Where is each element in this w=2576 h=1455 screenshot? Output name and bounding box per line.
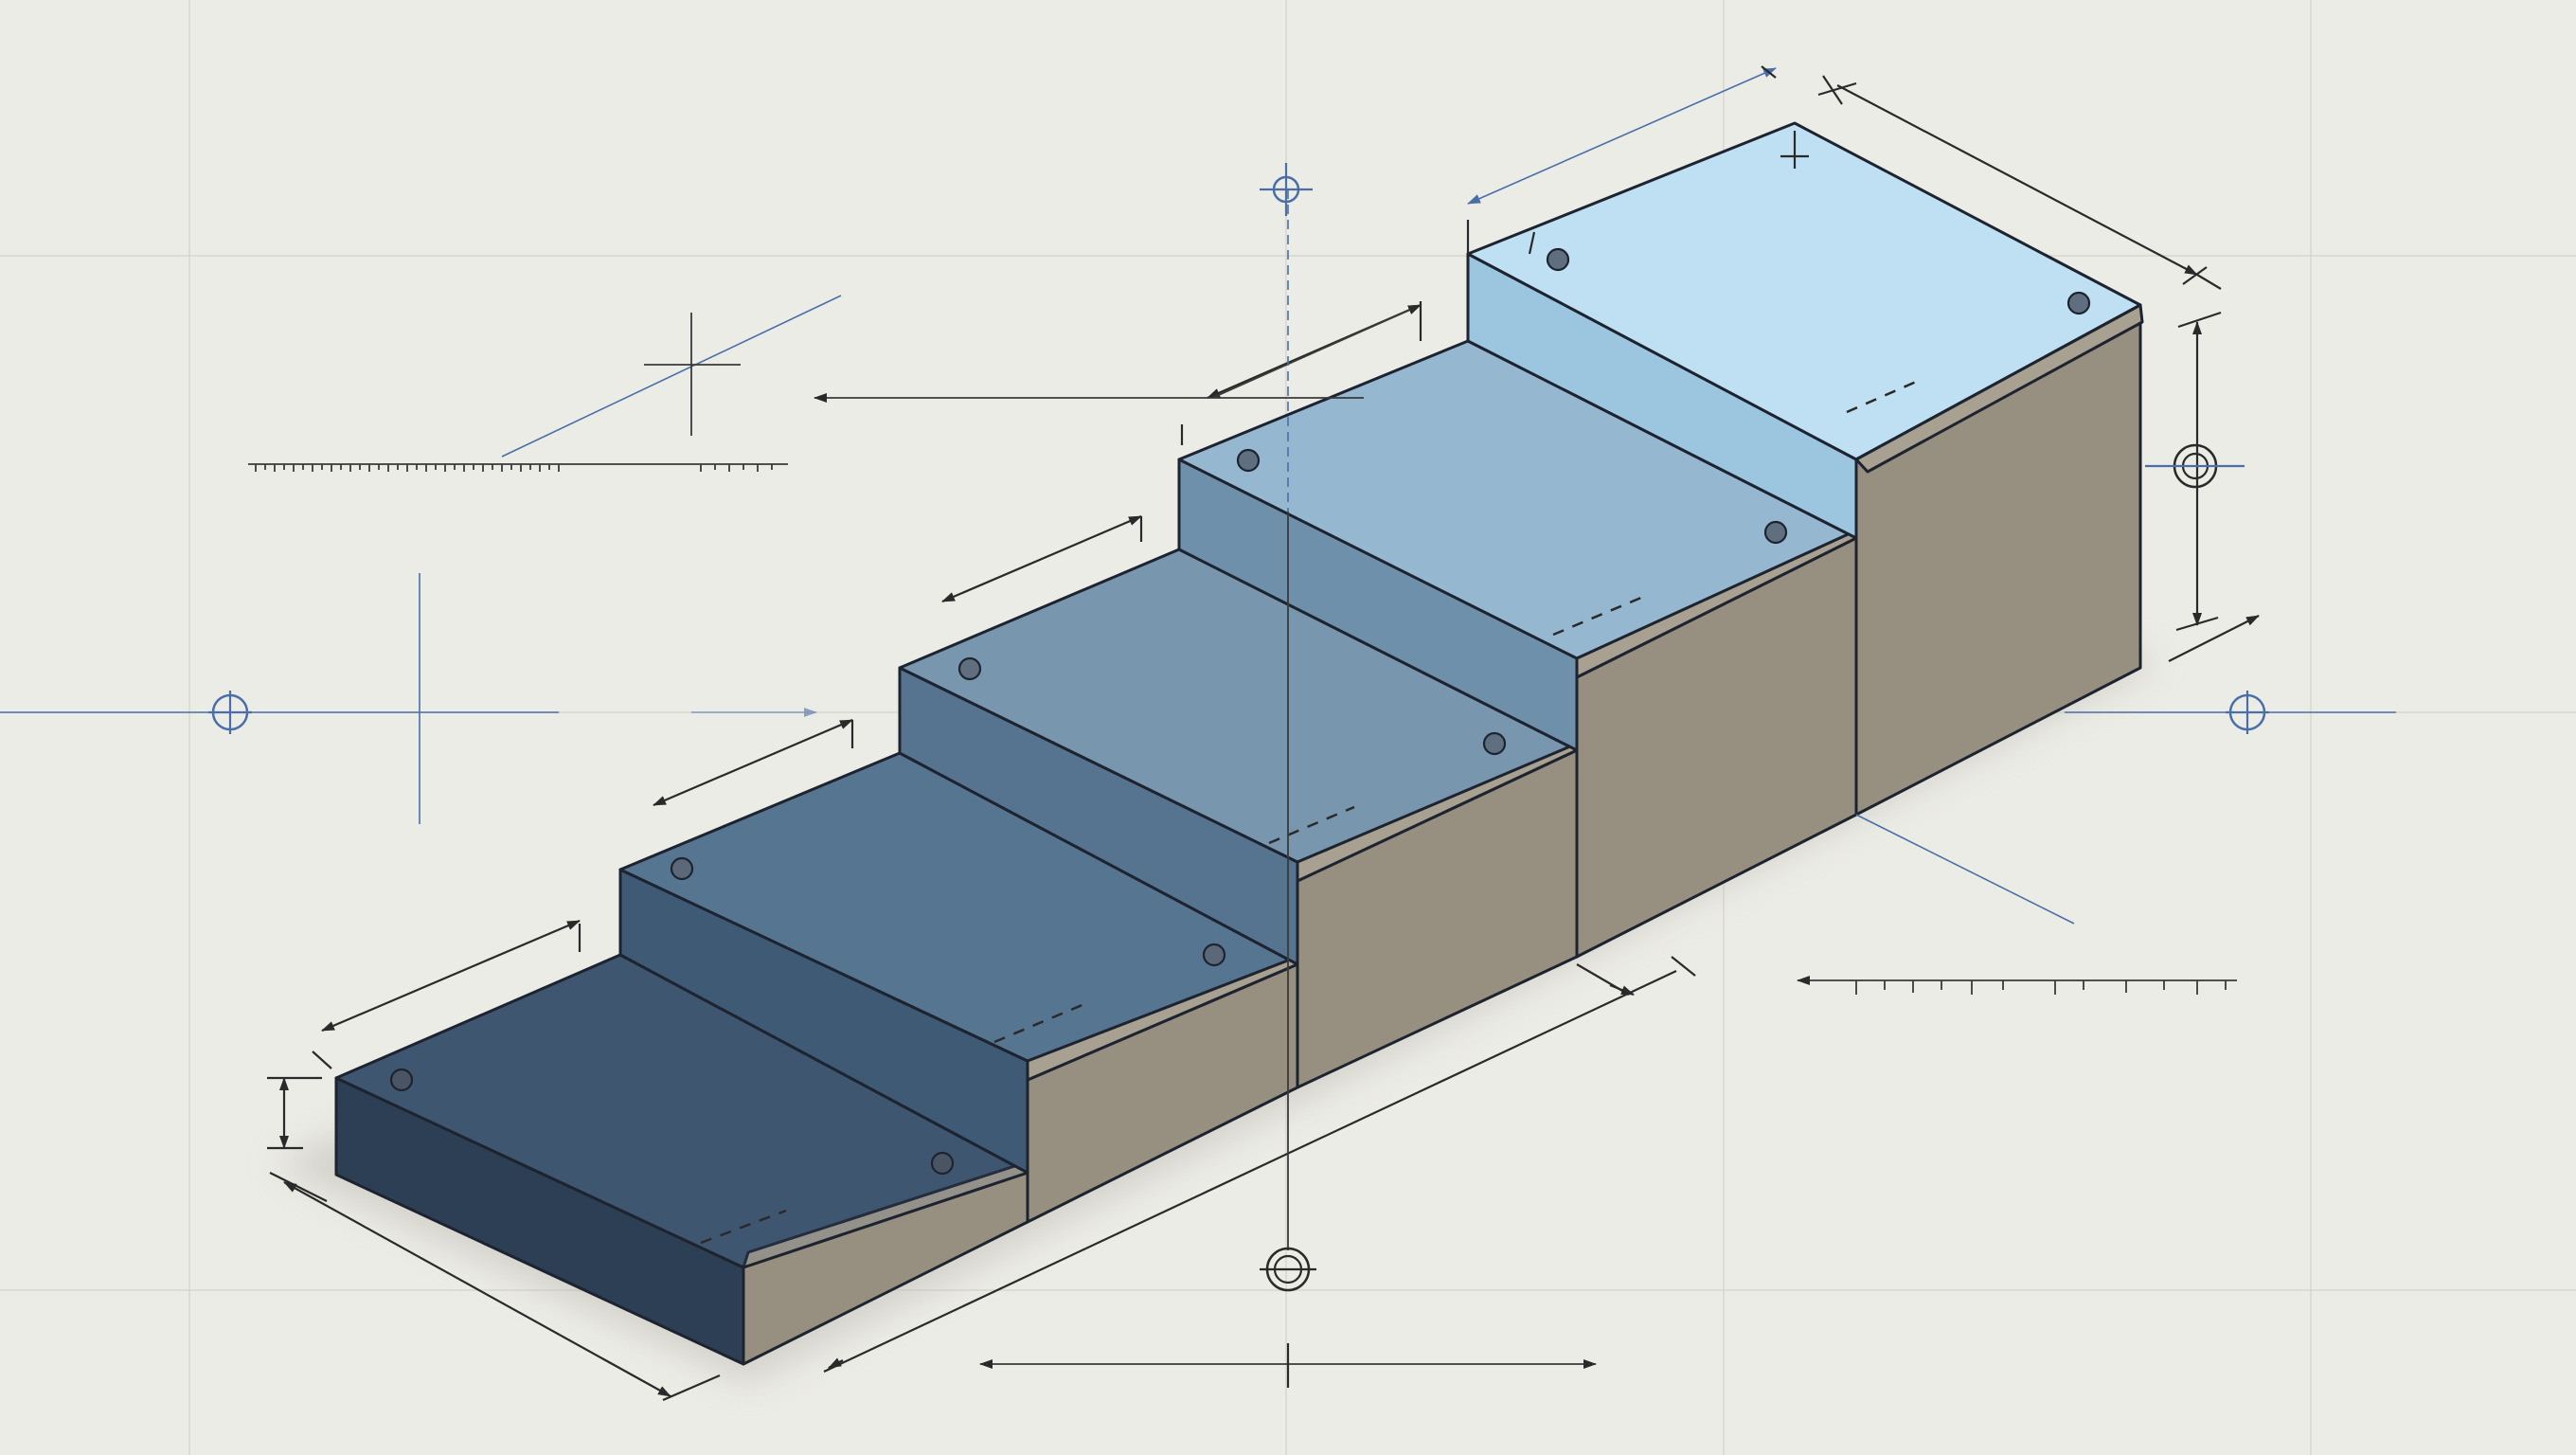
circle-target-icon bbox=[1260, 1247, 1316, 1292]
step-3-block bbox=[898, 548, 1579, 1089]
right-height-dimension bbox=[2175, 311, 2222, 632]
step-4-block bbox=[1177, 339, 1858, 959]
step-2-bolt-right bbox=[1202, 943, 1226, 967]
left-ruler bbox=[248, 295, 842, 472]
step-4-bolt-left bbox=[1236, 448, 1261, 473]
circle-target-icon bbox=[2145, 443, 2245, 489]
leader-arrows bbox=[691, 304, 1597, 1388]
step-2-bolt-left bbox=[670, 856, 694, 881]
step-1-bolt-left bbox=[389, 1068, 414, 1092]
step-3-bolt-right bbox=[1482, 731, 1507, 756]
right-ruler bbox=[1797, 976, 2237, 995]
crosshair-target-icon bbox=[1260, 163, 1313, 216]
crosshair-target-icon bbox=[208, 691, 252, 734]
base-length-dimension bbox=[823, 615, 2260, 1373]
step-2-block bbox=[618, 751, 1299, 1224]
height-dimension bbox=[267, 1076, 322, 1150]
step-5-bolt-left bbox=[1546, 247, 1570, 272]
crosshair-target-icon bbox=[2226, 691, 2269, 734]
step-5-bolt-right bbox=[2066, 291, 2091, 315]
step-5-stone-cap bbox=[1854, 303, 2144, 474]
step-1-bolt-right bbox=[930, 1151, 955, 1176]
base-depth-dimension bbox=[269, 1172, 721, 1402]
top-dimensions bbox=[1467, 65, 2222, 290]
step-5-block bbox=[1466, 121, 2144, 817]
step-4-bolt-right bbox=[1763, 520, 1788, 545]
step-3-bolt-left bbox=[957, 656, 982, 681]
